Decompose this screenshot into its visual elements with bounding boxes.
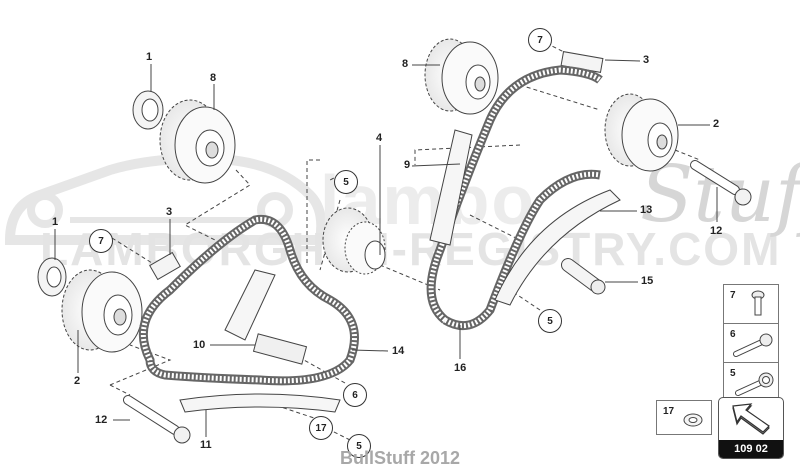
callout-14: 14 — [392, 345, 405, 357]
legend-number: 5 — [730, 368, 736, 379]
legend-item-5: 5 — [724, 363, 778, 402]
socket-cap-bolt-long-icon — [733, 333, 773, 357]
callout-15: 15 — [641, 275, 654, 287]
bolt-12-left — [123, 395, 191, 444]
washer-legend: 17 — [656, 400, 712, 435]
callout-4: 4 — [376, 132, 383, 144]
callout-10: 10 — [193, 339, 206, 351]
diagram-code: 109 02 — [719, 440, 783, 458]
callout-2-left: 2 — [74, 375, 81, 387]
bearing-1-bottom — [37, 257, 67, 297]
diagram-reference-nav[interactable]: 109 02 — [718, 397, 784, 459]
ref-circle-7-top: 7 — [528, 28, 552, 52]
callout-16: 16 — [454, 362, 467, 374]
ref-circle-6: 6 — [343, 383, 367, 407]
watermark-script: Stuff — [640, 150, 800, 240]
socket-cap-bolt-short-icon — [751, 290, 765, 316]
callout-8-left: 8 — [210, 72, 217, 84]
legend-number: 17 — [663, 406, 675, 417]
callout-1-bottom: 1 — [52, 216, 59, 228]
legend-item-7: 7 — [724, 285, 778, 324]
callout-12-right: 12 — [710, 225, 723, 237]
camshaft-gear-8-right — [424, 38, 499, 115]
bolt-12-right — [690, 160, 752, 206]
fastener-legend: 7 6 5 — [723, 284, 779, 402]
callout-8-right: 8 — [402, 58, 409, 70]
bearing-1-top — [132, 90, 164, 130]
camshaft-gear-2-right — [604, 93, 679, 172]
ref-circle-5-top: 5 — [334, 170, 358, 194]
camshaft-gear-8-left — [159, 99, 236, 184]
legend-number: 7 — [730, 290, 736, 301]
chain-tensioner-15 — [561, 258, 606, 295]
intermediate-gear-4 — [322, 207, 386, 275]
callout-3-right: 3 — [643, 54, 650, 66]
camshaft-gear-2-left — [61, 269, 143, 353]
washer-icon — [683, 413, 703, 427]
callout-13: 13 — [640, 204, 653, 216]
callout-2-right: 2 — [713, 118, 720, 130]
callout-12-left: 12 — [95, 414, 108, 426]
callout-1-top: 1 — [146, 51, 153, 63]
legend-number: 6 — [730, 329, 736, 340]
legend-item-6: 6 — [724, 324, 778, 363]
ref-circle-17: 17 — [309, 416, 333, 440]
callout-9: 9 — [404, 159, 411, 171]
callout-3-left: 3 — [166, 206, 173, 218]
callout-11: 11 — [200, 439, 212, 451]
footer-watermark: BullStuff 2012 — [339, 448, 461, 468]
flange-bolt-icon — [735, 372, 774, 396]
ref-circle-5-right: 5 — [538, 309, 562, 333]
direction-arrow-icon — [732, 403, 770, 435]
ref-circle-5-bottom: 5 — [347, 434, 371, 458]
ref-circle-7-left: 7 — [89, 229, 113, 253]
